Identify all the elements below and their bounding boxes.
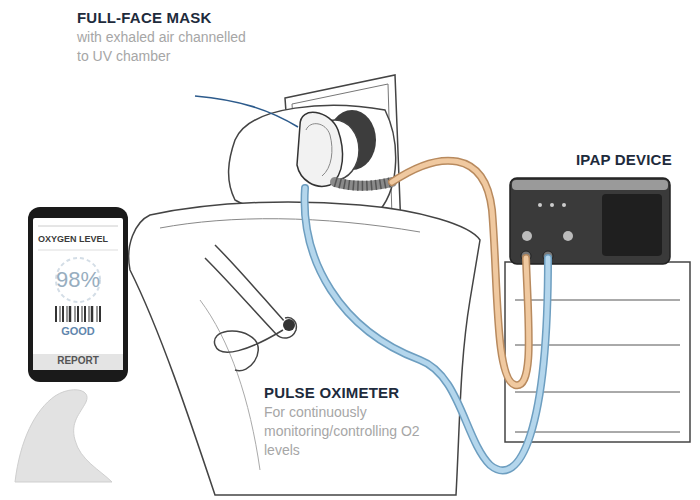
arm <box>205 258 276 334</box>
drawer-line <box>515 300 680 301</box>
device-body <box>510 178 670 264</box>
device-panel <box>602 194 662 256</box>
drawer-line <box>515 345 680 346</box>
blanket-fold <box>160 219 420 232</box>
oximeter-cable <box>214 330 283 371</box>
callout-title: FULL-FACE MASK <box>75 8 213 28</box>
patient-head <box>297 110 376 186</box>
hand <box>276 318 296 338</box>
pillow <box>229 105 396 215</box>
ipap-device <box>510 178 670 264</box>
thumb <box>15 390 112 482</box>
arm <box>215 245 285 322</box>
blanket <box>129 202 480 495</box>
callout-title: IPAP DEVICE <box>574 150 674 170</box>
leader-line <box>195 96 298 127</box>
screen-heading: OXYGEN LEVEL <box>38 234 108 245</box>
indicator <box>562 203 566 207</box>
air-tube-orange <box>392 161 529 386</box>
indicator <box>550 203 554 207</box>
smartphone <box>28 207 128 382</box>
status-bar <box>38 226 118 227</box>
knob <box>563 231 573 241</box>
phone-screen <box>33 218 123 370</box>
indicator <box>538 203 542 207</box>
device-top <box>512 180 668 190</box>
callout-title: PULSE OXIMETER <box>262 383 401 403</box>
divider <box>38 250 118 251</box>
reading-value: 98% <box>28 267 128 293</box>
blanket-fold <box>200 300 260 470</box>
barcode <box>56 306 100 322</box>
callout-note: For continuously monitoring/controlling … <box>262 403 448 460</box>
drawer-line <box>515 432 680 433</box>
air-tube-orange <box>392 161 529 386</box>
callout-note: with exhaled air channelled to UV chambe… <box>75 28 251 66</box>
pulse-oximeter <box>283 319 295 331</box>
status-text: GOOD <box>28 325 128 338</box>
full-face-mask <box>297 112 343 186</box>
hose-ribs <box>335 182 392 186</box>
corrugated-hose <box>335 182 392 186</box>
knob <box>522 231 532 241</box>
phone-body <box>28 207 128 382</box>
phone-screen-box: OXYGEN LEVEL 98% GOOD REPORT <box>28 207 128 382</box>
button-text: REPORT <box>28 355 128 367</box>
mask-rim <box>306 124 332 176</box>
